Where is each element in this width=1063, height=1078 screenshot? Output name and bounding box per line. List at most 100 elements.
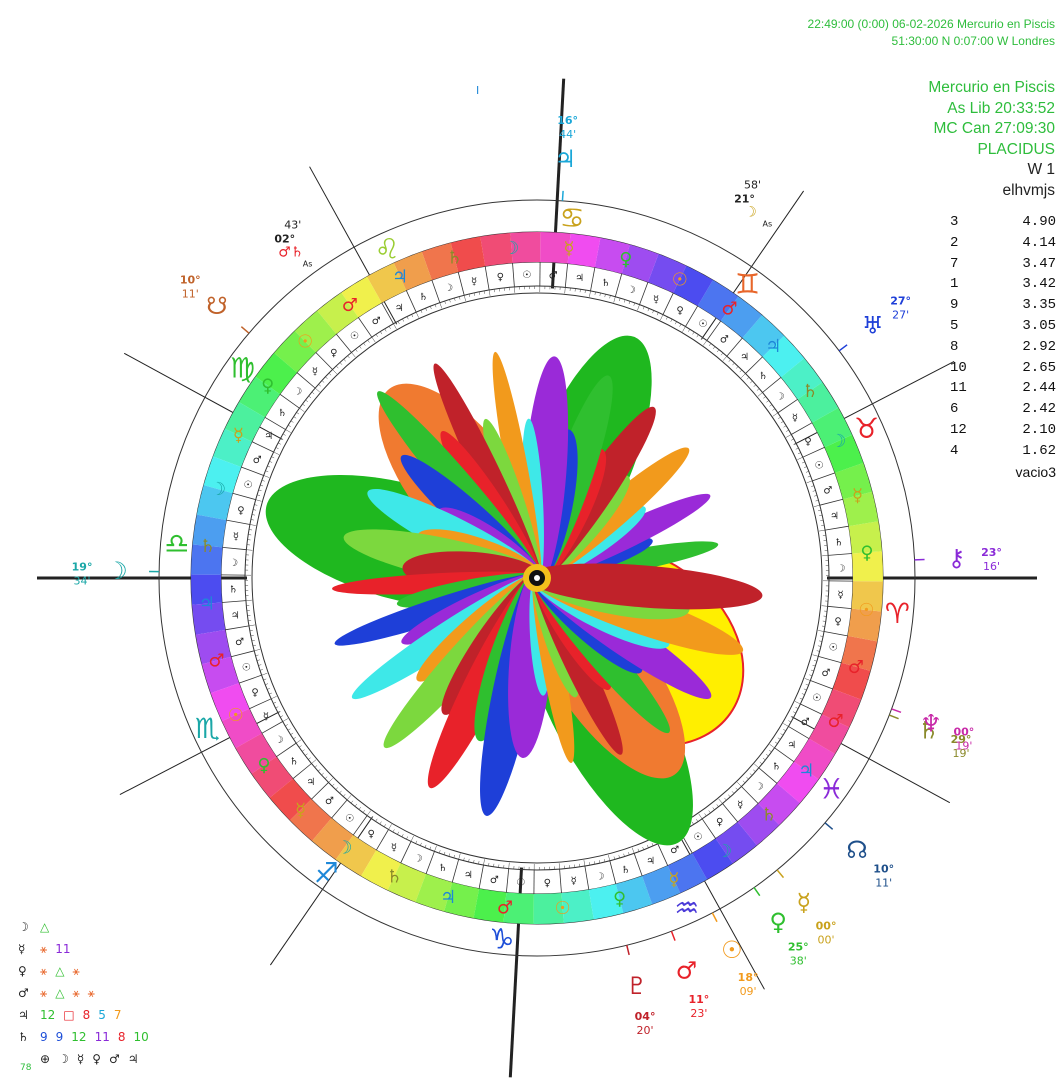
degree-tick (805, 683, 809, 686)
aspect-row: ⊕☽☿♀♂♃ (18, 1048, 149, 1070)
degree-tick (258, 489, 262, 492)
degree-tick (799, 697, 803, 700)
inner-cell-divider (745, 356, 763, 374)
planet-degree: 04° (635, 1010, 656, 1023)
degree-tick (688, 329, 691, 332)
inner-cell-glyph: ♄ (438, 863, 447, 874)
inner-cell-divider (381, 302, 394, 324)
band-segment (235, 733, 277, 774)
degree-tick (599, 292, 601, 296)
inner-cell-glyph: ☉ (812, 693, 821, 704)
moon-as-degree: 21° (734, 192, 755, 205)
inner-cell-glyph: ☿ (571, 876, 577, 887)
inner-cell-glyph: ♃ (395, 303, 404, 314)
sign-glyph: ♊ (735, 268, 760, 301)
degree-tick (633, 302, 635, 306)
degree-tick (278, 442, 281, 445)
sign-glyph: ♒ (674, 892, 699, 925)
degree-tick (819, 529, 826, 532)
degree-tick (619, 298, 621, 302)
degree-tick (439, 850, 441, 854)
score-value: 2.65 (1022, 359, 1056, 376)
degree-tick (425, 308, 427, 311)
degree-tick (749, 773, 753, 776)
degree-tick (253, 509, 257, 511)
aspect-cell: 8 (82, 1008, 91, 1022)
score-value: 2.42 (1022, 401, 1056, 418)
degree-tick (670, 319, 673, 322)
inner-cell-divider (633, 853, 643, 877)
band-segment (480, 233, 513, 267)
inner-cell-divider (685, 305, 699, 327)
band-glyph: ♀ (257, 755, 270, 776)
degree-tick (746, 776, 749, 780)
degree-tick (819, 640, 823, 642)
degree-tick (444, 300, 446, 304)
planet-degree: 19° (72, 560, 93, 573)
inner-cell-glyph: ☉ (522, 270, 531, 281)
inner-cell-glyph: ♂ (253, 455, 262, 466)
band-glyph: ♄ (761, 804, 777, 825)
band-segment (561, 889, 594, 923)
degree-tick (812, 664, 816, 667)
inner-cell-divider (505, 868, 510, 893)
band-glyph: ☉ (555, 898, 571, 919)
band-segment (715, 822, 757, 864)
band-segment (222, 708, 262, 749)
degree-tick (255, 499, 262, 502)
band-segment (758, 783, 800, 826)
inner-cell-glyph: ♀ (544, 878, 551, 889)
degree-tick (594, 861, 596, 865)
score-house: 1 (950, 276, 959, 293)
band-segment (387, 863, 427, 902)
band-glyph: ♂ (497, 897, 513, 918)
degree-tick (285, 429, 291, 433)
inner-cell-divider (758, 767, 778, 784)
degree-tick (735, 787, 738, 791)
degree-tick (415, 312, 419, 318)
degree-tick (735, 366, 739, 369)
inner-cell-divider (249, 698, 272, 710)
degree-tick (296, 412, 300, 415)
inner-cell-glyph: ♂ (670, 845, 679, 856)
aspect-cell: ⚹ (72, 986, 80, 1000)
score-value: 2.10 (1022, 421, 1056, 438)
degree-tick (411, 314, 414, 318)
degree-tick (769, 744, 775, 749)
degree-tick (660, 314, 664, 321)
degree-tick (397, 321, 400, 324)
degree-tick (817, 645, 821, 647)
degree-tick (401, 834, 404, 837)
planet-uranus-glyph: ♅ (862, 312, 884, 340)
degree-tick (483, 290, 485, 294)
degree-tick (282, 433, 286, 436)
band-segment (201, 656, 240, 694)
degree-tick (305, 399, 309, 403)
degree-tick (285, 724, 288, 727)
degree-tick (696, 334, 699, 338)
band-segment (192, 514, 227, 548)
band-glyph: ♀ (613, 889, 626, 910)
inner-cell-glyph: ♃ (575, 273, 584, 284)
degree-tick (807, 475, 811, 478)
degree-tick (251, 640, 255, 642)
planet-degree: 00° (953, 726, 974, 739)
score-house: 5 (950, 317, 959, 334)
degree-tick (288, 424, 291, 427)
band-glyph: ♃ (392, 267, 408, 288)
band-segment (415, 873, 453, 912)
score-house: 11 (950, 380, 967, 397)
band-glyph: ♂ (721, 299, 737, 320)
degree-tick (791, 438, 794, 441)
header-location: 51:30:00 N 0:07:00 W Londres (891, 34, 1055, 48)
inner-cell-glyph: ♀ (330, 348, 337, 359)
band-segment (852, 551, 883, 582)
inner-cell-glyph: ☉ (243, 480, 252, 491)
planet-minute: 34' (74, 574, 91, 587)
degree-tick (383, 824, 386, 827)
inner-cell-divider (279, 393, 300, 409)
degree-tick (388, 824, 392, 830)
planet-degree: 25° (788, 941, 809, 954)
